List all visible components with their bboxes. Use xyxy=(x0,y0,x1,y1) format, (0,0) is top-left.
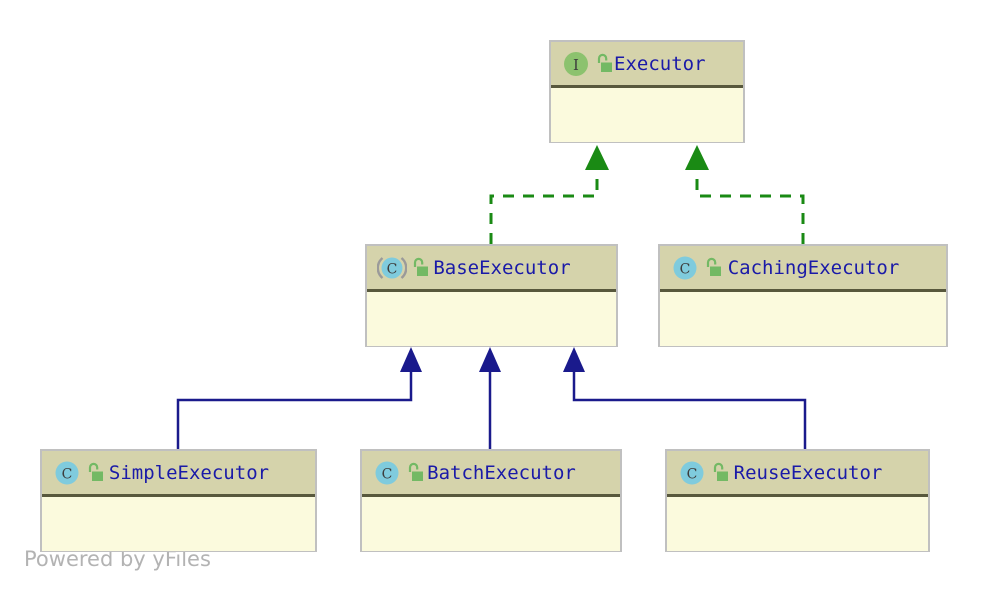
open-lock-icon xyxy=(706,257,721,276)
svg-text:C: C xyxy=(62,466,73,482)
open-lock-icon xyxy=(597,53,612,72)
uml-node-members xyxy=(660,292,946,346)
svg-text:C: C xyxy=(382,466,393,482)
svg-text:C: C xyxy=(387,261,398,277)
class-icon: C xyxy=(375,461,399,484)
edge-base-realizes-executor xyxy=(489,145,609,244)
class-icon: C xyxy=(680,461,704,484)
edge-reuse-extends-base xyxy=(563,347,807,449)
uml-node-simple-executor[interactable]: C SimpleExecutor xyxy=(40,449,317,552)
uml-node-members xyxy=(551,88,743,142)
open-lock-icon xyxy=(713,462,728,481)
open-lock-icon xyxy=(88,462,103,481)
uml-node-title: Executor xyxy=(614,52,706,75)
svg-text:C: C xyxy=(680,261,691,277)
uml-node-base-executor[interactable]: C BaseExecutor xyxy=(365,244,618,347)
abstract-class-icon: C xyxy=(377,256,407,279)
class-icon: C xyxy=(673,256,697,279)
uml-node-header: C ReuseExecutor xyxy=(667,451,928,497)
uml-node-members xyxy=(42,497,315,551)
svg-text:C: C xyxy=(687,466,698,482)
uml-node-caching-executor[interactable]: C CachingExecutor xyxy=(658,244,948,347)
uml-node-members xyxy=(367,292,616,346)
class-icon: C xyxy=(55,461,79,484)
uml-node-title: SimpleExecutor xyxy=(108,461,270,484)
edge-simple-extends-base xyxy=(176,347,422,449)
uml-node-executor[interactable]: I Executor xyxy=(549,40,745,143)
uml-node-title: BatchExecutor xyxy=(427,461,576,484)
svg-text:I: I xyxy=(573,56,579,74)
uml-node-batch-executor[interactable]: C BatchExecutor xyxy=(360,449,622,552)
uml-node-header: C SimpleExecutor xyxy=(42,451,315,497)
uml-node-header: C BaseExecutor xyxy=(367,246,616,292)
edge-batch-extends-base xyxy=(479,347,501,449)
uml-node-members xyxy=(667,497,928,551)
uml-node-reuse-executor[interactable]: C ReuseExecutor xyxy=(665,449,930,552)
uml-node-title: CachingExecutor xyxy=(727,256,900,279)
uml-node-header: I Executor xyxy=(551,42,743,88)
uml-node-members xyxy=(362,497,620,551)
open-lock-icon xyxy=(413,257,428,276)
interface-icon: I xyxy=(564,51,588,76)
uml-node-header: C CachingExecutor xyxy=(660,246,946,292)
uml-node-title: BaseExecutor xyxy=(433,256,571,279)
uml-node-header: C BatchExecutor xyxy=(362,451,620,497)
open-lock-icon xyxy=(408,462,423,481)
uml-node-title: ReuseExecutor xyxy=(733,461,883,484)
edge-caching-realizes-executor xyxy=(685,145,805,244)
